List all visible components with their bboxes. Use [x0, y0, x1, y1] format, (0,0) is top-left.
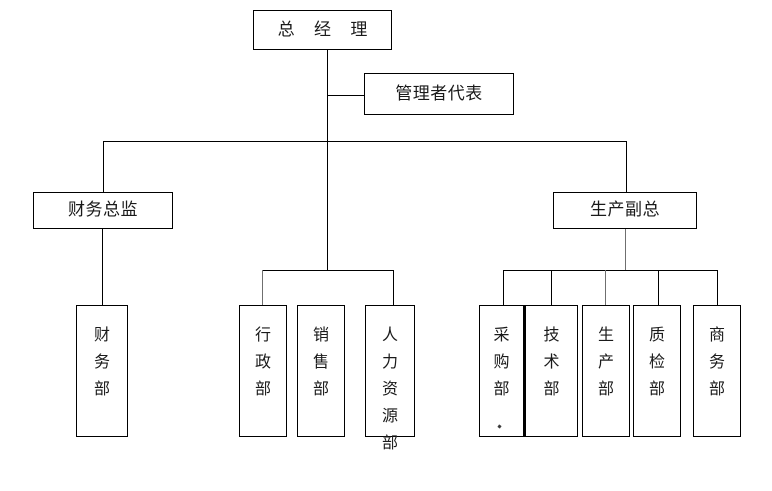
drop-line-production-dept — [605, 270, 606, 305]
node-finance-director[interactable]: 财务总监 — [33, 192, 173, 229]
drop-line-finance-dept — [102, 229, 103, 305]
node-finance-director-label: 财务总监 — [68, 200, 138, 220]
node-finance-dept-label: 财务部 — [94, 325, 111, 398]
node-business-dept-label: 商务部 — [709, 325, 726, 398]
drop-line-admin-dept — [262, 270, 263, 305]
node-hr-dept-label: 人力资源部 — [382, 325, 399, 452]
node-production-dept-label: 生产部 — [598, 325, 615, 398]
node-production-vp-label: 生产副总 — [590, 200, 660, 220]
node-sales-dept[interactable]: 销售部 — [297, 305, 345, 437]
node-technology-dept[interactable]: 技术部 — [524, 305, 578, 437]
node-hr-dept[interactable]: 人力资源部 — [365, 305, 415, 452]
drop-line-finance-director — [103, 141, 104, 192]
node-production-dept[interactable]: 生产部 — [582, 305, 630, 437]
node-production-vp[interactable]: 生产副总 — [553, 192, 697, 229]
node-general-manager[interactable]: 总 经 理 — [253, 10, 392, 50]
node-sales-dept-label: 销售部 — [313, 325, 330, 398]
node-purchasing-dept-label: 采购部 — [493, 325, 510, 398]
node-admin-dept[interactable]: 行政部 — [239, 305, 287, 437]
trunk-line-general-manager — [327, 50, 328, 271]
drop-line-production-vp — [626, 141, 627, 192]
node-business-dept[interactable]: 商务部 — [693, 305, 741, 437]
drop-line-purchasing-dept — [503, 270, 504, 305]
connector-management-rep — [327, 95, 365, 96]
drop-line-business-dept — [717, 270, 718, 305]
drop-line-technology-dept — [551, 270, 552, 305]
node-admin-dept-label: 行政部 — [255, 325, 272, 398]
drop-line-hr-dept — [393, 270, 394, 305]
production-group-bus — [503, 270, 718, 271]
main-horizontal-bus — [103, 141, 627, 142]
node-management-rep[interactable]: 管理者代表 — [364, 73, 514, 115]
node-quality-dept-label: 质检部 — [649, 325, 666, 398]
drop-line-quality-dept — [658, 270, 659, 305]
node-technology-dept-label: 技术部 — [543, 325, 560, 398]
node-quality-dept[interactable]: 质检部 — [633, 305, 681, 437]
node-purchasing-dept[interactable]: 采购部 — [479, 305, 525, 437]
node-finance-dept[interactable]: 财务部 — [76, 305, 128, 437]
trunk-line-production-vp — [625, 229, 626, 271]
node-management-rep-label: 管理者代表 — [395, 83, 483, 104]
middle-group-bus — [262, 270, 394, 271]
node-general-manager-label: 总 经 理 — [277, 19, 375, 40]
